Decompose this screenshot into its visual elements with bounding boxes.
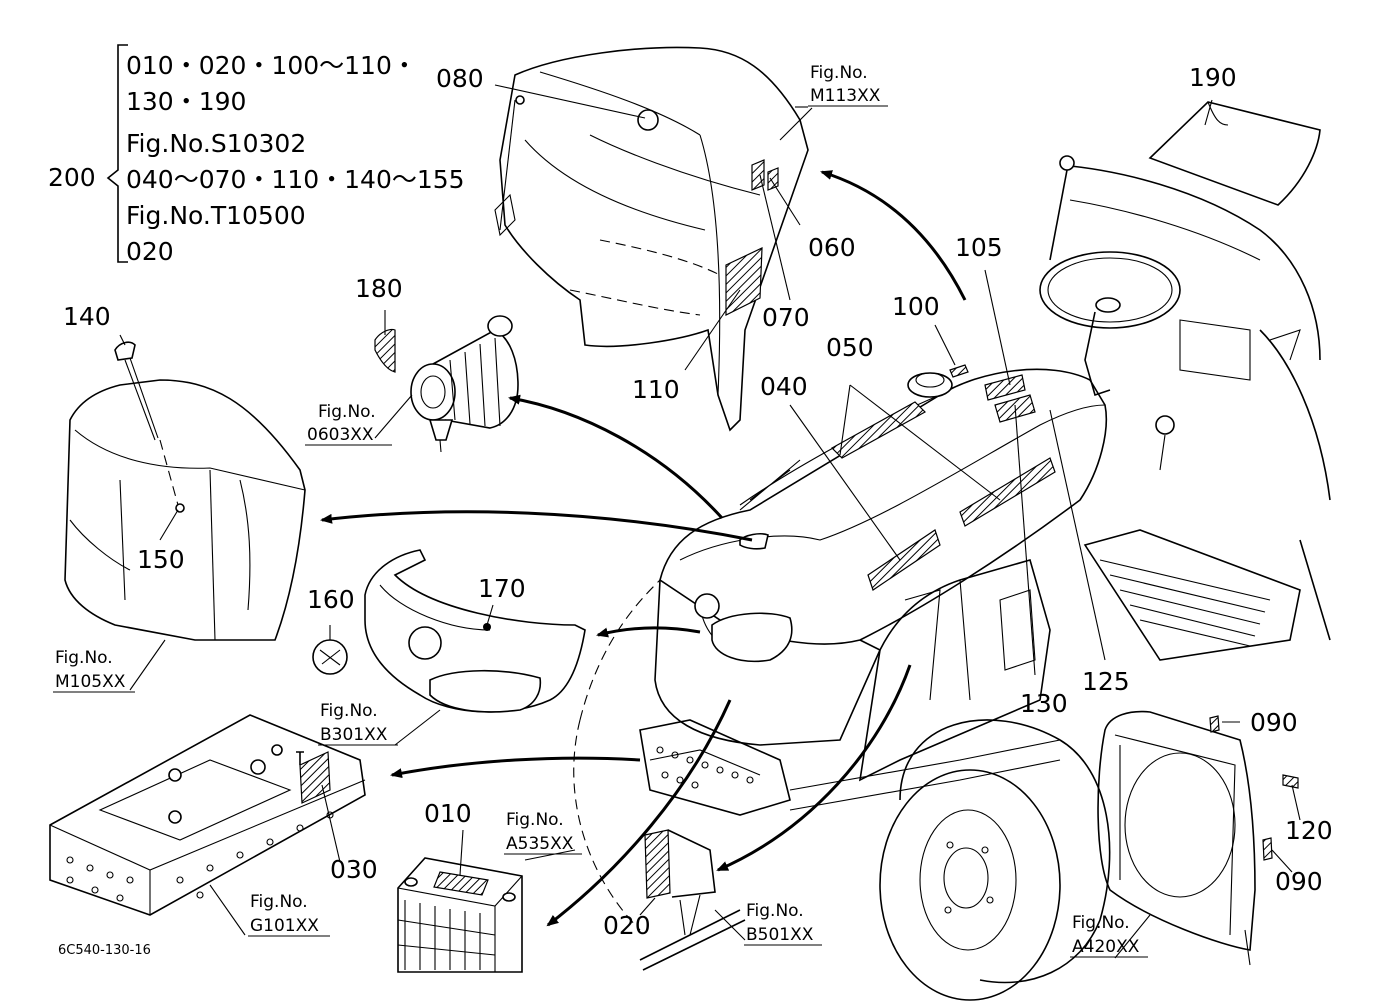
header-line-6: 020 [126, 237, 174, 266]
part-140-label: 140 [63, 302, 111, 331]
svg-text:Fig.No.: Fig.No. [250, 892, 308, 912]
decal-050-lower [959, 457, 1056, 527]
header-line-2: 130・190 [126, 87, 246, 116]
header-line-1: 010・020・100〜110・ [126, 51, 417, 80]
part-100-label: 100 [892, 292, 940, 321]
front-grille [312, 549, 586, 713]
bracket-020 [639, 829, 746, 971]
part-030-label: 030 [330, 855, 378, 884]
frame [49, 714, 366, 916]
figref-a535-code: A535XX [506, 834, 574, 854]
figref-b501-code: B501XX [746, 925, 814, 945]
header-line-3: Fig.No.S10302 [126, 129, 306, 158]
part-080-label: 080 [436, 64, 484, 93]
part-070-label: 070 [762, 303, 810, 332]
operator-station [1039, 155, 1331, 661]
figref-m105-code: M105XX [55, 672, 126, 692]
figref-b301-code: B301XX [320, 725, 388, 745]
battery [397, 857, 523, 973]
svg-text:Fig.No.: Fig.No. [1072, 913, 1130, 933]
bumper-holes [656, 746, 754, 789]
svg-text:Fig.No.: Fig.No. [746, 901, 804, 921]
svg-text:Fig.No.: Fig.No. [55, 648, 113, 668]
svg-text:Fig.No.: Fig.No. [318, 402, 376, 422]
figref-m113: Fig.No. M113XX [808, 63, 888, 107]
figref-0603-code: 0603XX [307, 425, 374, 445]
part-090b-label: 090 [1275, 867, 1323, 896]
mat-190 [1148, 101, 1321, 206]
part-105-label: 105 [955, 233, 1003, 262]
part-labels: 080 060 070 110 190 105 100 050 040 180 … [63, 63, 1333, 940]
part-180-label: 180 [355, 274, 403, 303]
label-010-hatch [433, 871, 489, 896]
header-bracket: 200 010・020・100〜110・ 130・190 Fig.No.S103… [48, 44, 465, 266]
part-090a-label: 090 [1250, 708, 1298, 737]
part-040-label: 040 [760, 372, 808, 401]
part-170-label: 170 [478, 574, 526, 603]
decal-040 [867, 529, 941, 591]
figref-m105: Fig.No. M105XX [53, 648, 135, 693]
figref-m113-code: M113XX [810, 86, 881, 106]
drawing-code: 6C540-130-16 [58, 943, 151, 958]
header-line-5: Fig.No.T10500 [126, 201, 306, 230]
front-cover [64, 341, 306, 641]
label-110-hatch [725, 247, 763, 316]
part-200-label: 200 [48, 163, 96, 192]
side-panel [1097, 710, 1299, 966]
figref-a420: Fig.No. A420XX [1070, 913, 1148, 958]
label-020-hatch [644, 829, 671, 899]
part-110-label: 110 [632, 375, 680, 404]
front-wheel [573, 579, 1111, 1001]
figref-g101-code: G101XX [250, 916, 319, 936]
figref-a535: Fig.No. A535XX [504, 810, 582, 855]
tractor-body [639, 364, 1108, 816]
part-130-label: 130 [1020, 689, 1068, 718]
part-125-label: 125 [1082, 667, 1130, 696]
label-030-hatch [299, 751, 331, 804]
svg-text:Fig.No.: Fig.No. [320, 701, 378, 721]
svg-text:Fig.No.: Fig.No. [810, 63, 868, 83]
part-060-label: 060 [808, 233, 856, 262]
air-cleaner [374, 315, 519, 453]
figref-b501: Fig.No. B501XX [744, 901, 822, 946]
svg-text:Fig.No.: Fig.No. [506, 810, 564, 830]
figref-b301: Fig.No. B301XX [318, 701, 398, 746]
figure-references: Fig.No. M113XX Fig.No. 0603XX Fig.No. M1… [53, 63, 1148, 958]
decal-050-upper [831, 401, 926, 459]
part-190-label: 190 [1189, 63, 1237, 92]
part-020-label: 020 [603, 911, 651, 940]
figref-a420-code: A420XX [1072, 937, 1140, 957]
part-050-label: 050 [826, 333, 874, 362]
header-line-4: 040〜070・110・140〜155 [126, 165, 465, 194]
label-180-hatch [374, 328, 396, 373]
part-150-label: 150 [137, 545, 185, 574]
figref-g101: Fig.No. G101XX [248, 892, 330, 937]
fender-assembly [494, 46, 809, 432]
figref-0603: Fig.No. 0603XX [305, 402, 392, 446]
cap-140 [114, 341, 136, 361]
part-120-label: 120 [1285, 816, 1333, 845]
part-160-label: 160 [307, 585, 355, 614]
leader-lines [119, 84, 1301, 959]
part-010-label: 010 [424, 799, 472, 828]
arrows [320, 170, 967, 927]
